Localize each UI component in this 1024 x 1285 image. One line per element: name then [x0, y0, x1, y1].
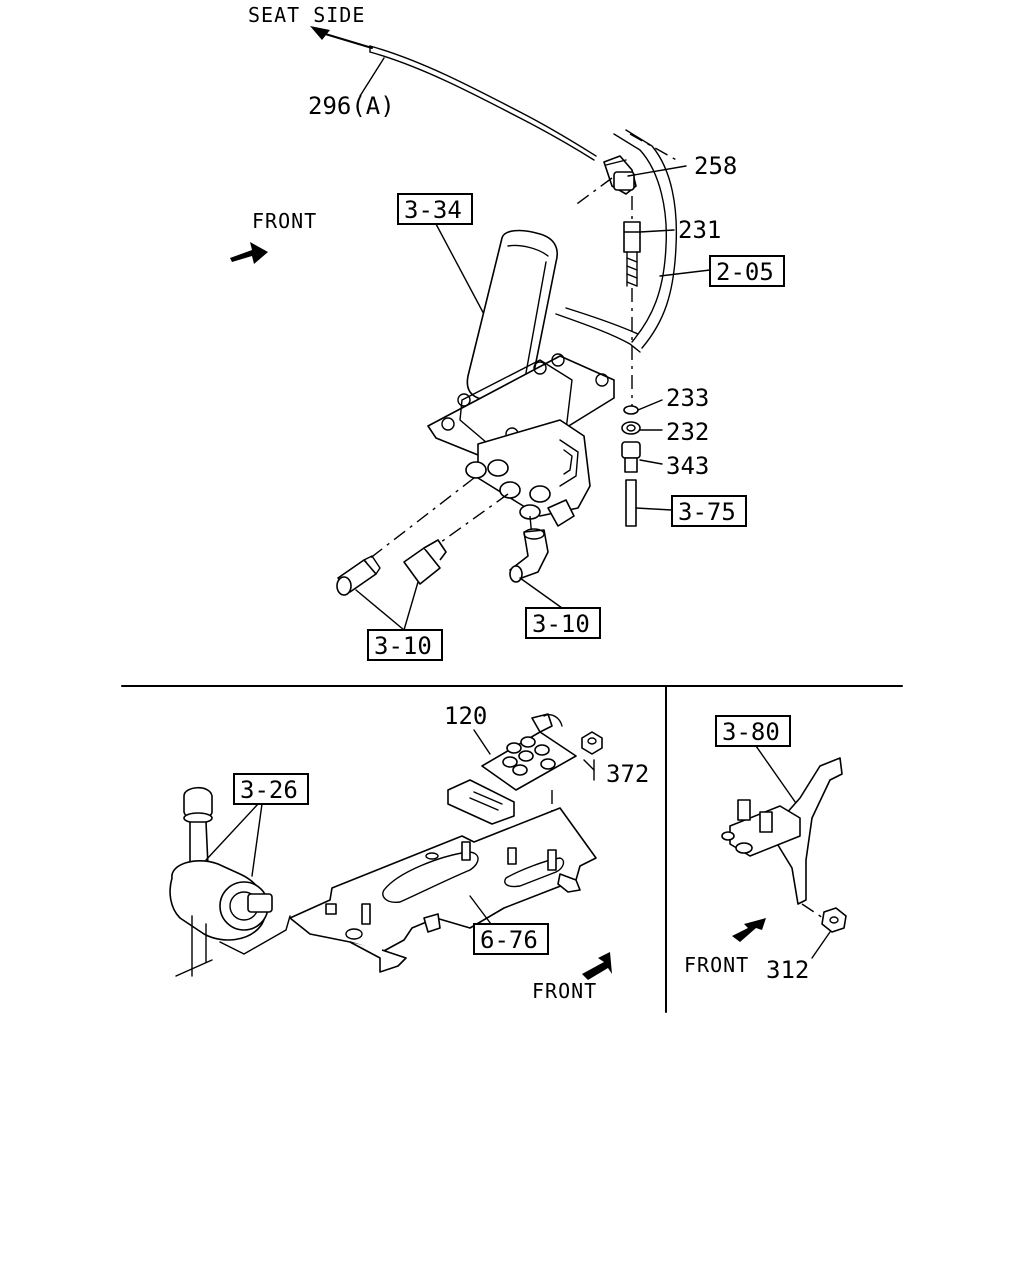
callout-233: 233	[666, 384, 709, 412]
front-arrow-icon-right	[732, 918, 766, 942]
bracket-3-80	[721, 757, 843, 905]
accelerator-pedal-assembly: SEAT SIDE 296(A) 258 2-05	[230, 3, 785, 661]
ref-box-3-34	[397, 193, 473, 225]
washer-233	[623, 405, 639, 415]
ref-box-3-80	[715, 715, 791, 747]
ref-box-3-10-b	[525, 607, 601, 639]
nut-312	[821, 907, 847, 933]
callout-231: 231	[678, 216, 721, 244]
bolt-231	[623, 221, 641, 287]
rod-3-75	[625, 479, 637, 527]
callout-296a: 296(A)	[308, 92, 395, 120]
valve-block-120	[481, 713, 577, 791]
control-lever-3-26	[169, 786, 291, 977]
fitting-3-10-c	[509, 528, 549, 583]
front-arrow-icon-bottom	[582, 952, 612, 980]
ref-3-10-a: 3-10	[374, 632, 432, 660]
section-dividers	[121, 685, 903, 1013]
ref-3-10-b: 3-10	[532, 610, 590, 638]
ref-6-76: 6-76	[480, 926, 538, 954]
callout-343: 343	[666, 452, 709, 480]
rod-296a	[369, 45, 597, 161]
callout-232: 232	[666, 418, 709, 446]
ref-box-3-10-a	[367, 629, 443, 661]
ref-box-6-76	[473, 923, 549, 955]
ref-2-05: 2-05	[716, 258, 774, 286]
ref-box-2-05	[709, 255, 785, 287]
ref-3-26: 3-26	[240, 776, 298, 804]
callout-372: 372	[606, 760, 649, 788]
ref-box-3-26	[233, 773, 309, 805]
seat-side-label: SEAT SIDE	[248, 3, 365, 27]
front-label-bottom-center: FRONT	[532, 979, 597, 1003]
callout-120: 120	[444, 702, 487, 730]
ref-3-80: 3-80	[722, 718, 780, 746]
fitting-3-10-b	[403, 539, 447, 585]
callout-258: 258	[694, 152, 737, 180]
fitting-3-10-a	[336, 555, 381, 596]
brake-valve-body	[465, 419, 591, 527]
front-arrow-icon	[230, 242, 268, 264]
nut-372	[581, 731, 603, 755]
front-label-top: FRONT	[252, 209, 317, 233]
ref-3-34: 3-34	[404, 196, 462, 224]
control-mount-assembly: 120 372	[169, 702, 649, 1003]
mounting-plate-6-76	[289, 779, 597, 973]
fitting-343	[621, 441, 641, 473]
seat-side-arrow-icon	[310, 26, 373, 49]
bracket-assembly: 3-80 312 FRONT	[684, 715, 847, 984]
nut-232	[621, 421, 641, 435]
callout-312: 312	[766, 956, 809, 984]
ref-3-75: 3-75	[678, 498, 736, 526]
ref-box-3-75	[671, 495, 747, 527]
front-label-bottom-right: FRONT	[684, 953, 749, 977]
linkage-2-05	[555, 129, 681, 353]
